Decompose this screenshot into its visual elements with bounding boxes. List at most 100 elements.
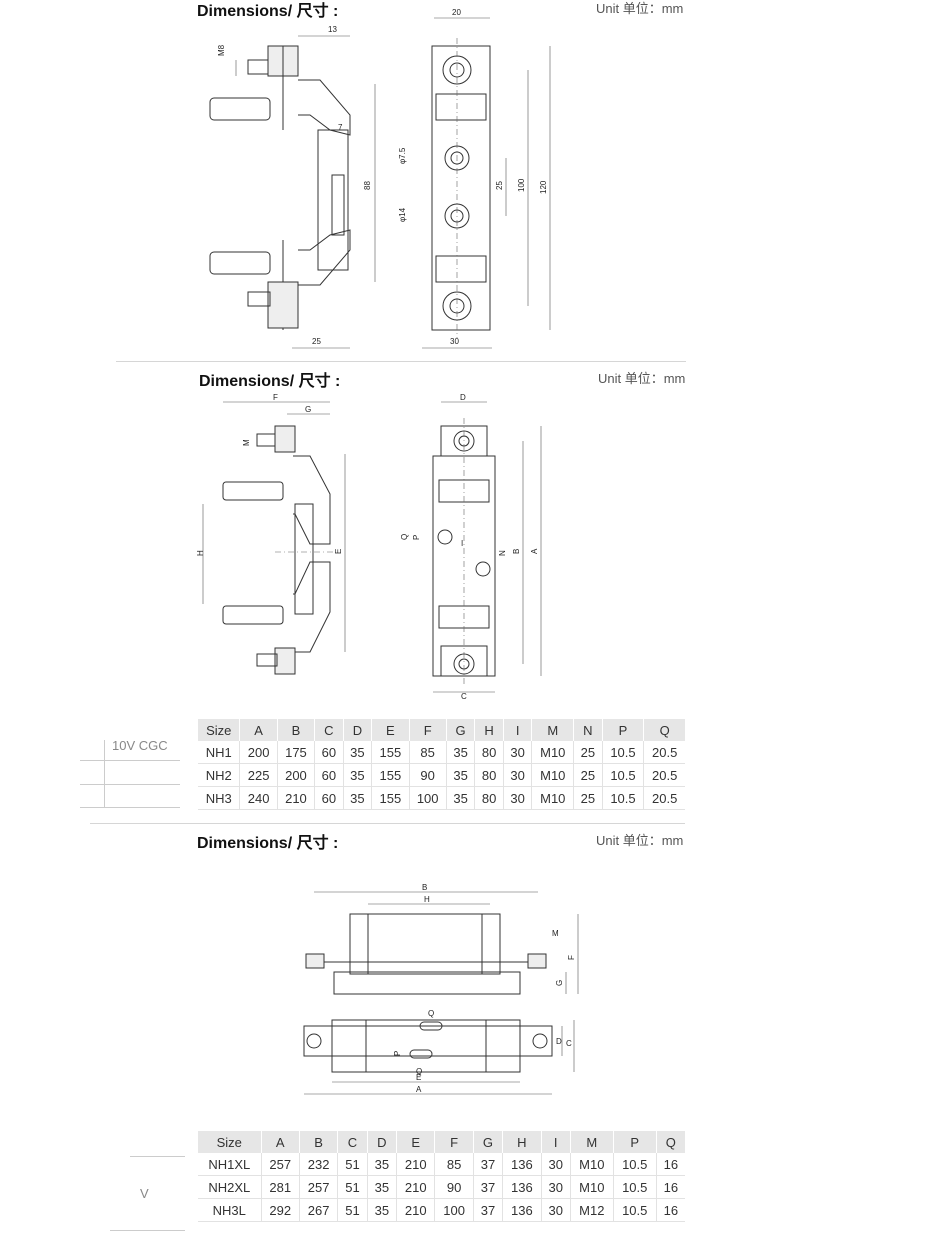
label-P: P	[412, 535, 421, 540]
table-cell: 20.5	[643, 763, 685, 787]
table-cell: 155	[371, 786, 410, 810]
dim-20: 20	[452, 8, 461, 17]
label3-F: F	[567, 955, 576, 960]
table-cell: 136	[502, 1198, 542, 1222]
table-cell: 35	[446, 786, 476, 810]
dim-13: 13	[328, 25, 337, 34]
table-cell: 37	[473, 1153, 504, 1176]
column-header: F	[434, 1131, 474, 1153]
column-header: A	[239, 719, 278, 741]
table-cell: 35	[367, 1153, 398, 1176]
table-cell: 20.5	[643, 741, 685, 764]
column-header: C	[337, 1131, 368, 1153]
label-C: C	[461, 692, 467, 701]
table-cell: 35	[343, 786, 373, 810]
section3-unit: Unit 单位：mm	[596, 833, 684, 848]
table-cell: 80	[474, 786, 504, 810]
fuse-base-bottom	[303, 1025, 553, 1057]
table-cell: 80	[474, 741, 504, 764]
column-header: P	[602, 719, 645, 741]
label-M: M	[242, 439, 251, 446]
table-cell: 267	[299, 1198, 339, 1222]
table-cell: 10.5	[613, 1198, 657, 1222]
table-cell: NH2XL	[198, 1175, 262, 1199]
column-header: B	[299, 1131, 339, 1153]
table-cell: 51	[337, 1198, 368, 1222]
section2-title: Dimensions/ 尺寸 :	[199, 373, 341, 390]
table-cell: 200	[277, 763, 316, 787]
table-cell: 100	[434, 1198, 474, 1222]
table-cell: NH2	[198, 763, 241, 787]
section2-side-view-drawing: F G M H E	[196, 393, 346, 675]
column-header: C	[314, 719, 344, 741]
label3-B: B	[422, 883, 427, 892]
column-header: E	[371, 719, 410, 741]
label-Q: Q	[400, 534, 409, 540]
table-cell: 210	[396, 1198, 436, 1222]
column-header: B	[277, 719, 316, 741]
table-cell: 225	[239, 763, 278, 787]
table-cell: 30	[503, 741, 533, 764]
table-cell: 257	[299, 1175, 339, 1199]
table-cell: M10	[570, 1175, 614, 1199]
table-cell: 60	[314, 741, 344, 764]
table-cell: 60	[314, 786, 344, 810]
label-D: D	[460, 393, 466, 402]
column-header: M	[531, 719, 575, 741]
table-cell: 30	[503, 763, 533, 787]
table-cell: 35	[343, 741, 373, 764]
column-header: Q	[643, 719, 685, 741]
table-cell: 16	[656, 1198, 685, 1222]
label-G: G	[305, 405, 311, 414]
label3-D: D	[556, 1037, 562, 1046]
table-cell: 210	[277, 786, 316, 810]
section1-unit: Unit 单位：mm	[596, 1, 684, 16]
table-cell: 200	[239, 741, 278, 764]
table-cell: 292	[261, 1198, 300, 1222]
column-header: E	[396, 1131, 436, 1153]
table-cell: 10.5	[602, 763, 645, 787]
dim-120: 120	[539, 180, 548, 194]
side-rule-3	[80, 807, 180, 808]
table-cell: 60	[314, 763, 344, 787]
table-cell: 35	[446, 741, 476, 764]
table-cell: 240	[239, 786, 278, 810]
front-base-plate	[431, 45, 491, 331]
table-cell: 37	[473, 1198, 504, 1222]
label-E: E	[334, 549, 343, 554]
label3-Q2: Q	[416, 1067, 422, 1076]
section2-side-text: 10V CGC	[112, 738, 168, 753]
section1-title: Dimensions/ 尺寸 :	[197, 3, 339, 20]
label-H: H	[196, 550, 205, 556]
table-cell: 30	[503, 786, 533, 810]
table-cell: 281	[261, 1175, 300, 1199]
label-B: B	[512, 549, 521, 554]
column-header: G	[446, 719, 476, 741]
table-cell: 100	[409, 786, 447, 810]
label3-H: H	[424, 895, 430, 904]
side-rule-2	[80, 784, 180, 785]
dim-phi14: φ14	[398, 207, 407, 222]
table-cell: 257	[261, 1153, 300, 1176]
label3-M: M	[552, 929, 559, 938]
bottom-nut-stack	[267, 281, 299, 329]
column-header: H	[474, 719, 504, 741]
section3-title: Dimensions/ 尺寸 :	[197, 835, 339, 852]
side-rule-1	[80, 760, 180, 761]
table-cell: 37	[473, 1175, 504, 1199]
column-header: I	[503, 719, 533, 741]
table-cell: 90	[409, 763, 447, 787]
section2-front-view-drawing: D Q P I N B A C	[400, 393, 542, 701]
table-cell: 136	[502, 1153, 542, 1176]
label3-E: E	[416, 1073, 421, 1082]
table-cell: NH3L	[198, 1198, 262, 1222]
column-header: Size	[198, 1131, 262, 1153]
section1-front-view-drawing: 20 φ7.5 φ14 25 100 120 30	[398, 8, 551, 349]
